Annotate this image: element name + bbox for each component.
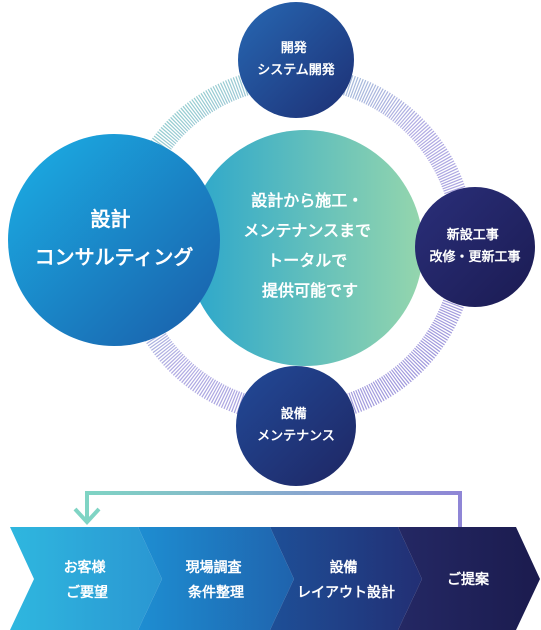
maintenance-line-2: メンテナンス xyxy=(257,429,335,444)
consulting-line-2: コンサルティング xyxy=(35,245,194,269)
development-line-2: システム開発 xyxy=(257,62,336,78)
center-line-1: 設計から施工・ xyxy=(251,191,363,210)
center-text: 設計から施工・ メンテナンスまで トータルで 提供可能です xyxy=(243,191,376,300)
proposal-line-1: ご提案 xyxy=(447,571,490,588)
center-circle: 設計から施工・ メンテナンスまで トータルで 提供可能です xyxy=(187,130,423,366)
svg-text:設備 レイアウト設計: 設備 レイアウト設計 xyxy=(297,559,395,601)
svg-text:新設工事 改修・更新工事: 新設工事 改修・更新工事 xyxy=(429,227,520,265)
layout-line-1: 設備 xyxy=(330,559,358,576)
consulting-text: 設計 コンサルティング xyxy=(35,207,194,269)
flow-step-request: お客様 ご要望 xyxy=(10,527,162,630)
svg-text:設備 メンテナンス: 設備 メンテナンス xyxy=(257,406,335,444)
flow-step-proposal: ご提案 xyxy=(398,527,540,630)
flow-step-layout: 設備 レイアウト設計 xyxy=(270,527,422,630)
construction-line-2: 改修・更新工事 xyxy=(429,249,520,265)
request-line-1: お客様 xyxy=(64,559,107,576)
svg-text:お客様 ご要望: お客様 ご要望 xyxy=(64,559,111,601)
center-line-2: メンテナンスまで xyxy=(243,221,371,240)
development-line-1: 開発 xyxy=(281,40,308,56)
center-line-3: トータルで xyxy=(267,251,347,270)
maintenance-line-1: 設備 xyxy=(281,406,307,422)
node-development: 開発 システム開発 xyxy=(238,2,354,118)
flow-steps: お客様 ご要望 現場調査 条件整理 設備 レイアウト設計 ご提案 xyxy=(10,527,540,630)
survey-line-2: 条件整理 xyxy=(187,584,244,601)
survey-line-1: 現場調査 xyxy=(186,559,243,576)
consulting-line-1: 設計 xyxy=(91,207,131,231)
node-construction: 新設工事 改修・更新工事 xyxy=(415,187,535,307)
flow-step-survey: 現場調査 条件整理 xyxy=(138,527,294,630)
request-line-2: ご要望 xyxy=(66,584,108,601)
svg-text:ご提案: ご提案 xyxy=(447,571,490,588)
svg-text:開発 システム開発: 開発 システム開発 xyxy=(257,40,336,78)
layout-line-2: レイアウト設計 xyxy=(297,584,395,601)
feedback-arrow xyxy=(73,491,462,528)
svg-text:現場調査 条件整理: 現場調査 条件整理 xyxy=(186,559,247,601)
node-maintenance: 設備 メンテナンス xyxy=(236,366,356,486)
construction-line-1: 新設工事 xyxy=(447,227,499,243)
center-line-4: 提供可能です xyxy=(262,281,358,300)
consulting-circle: 設計 コンサルティング xyxy=(8,134,220,346)
